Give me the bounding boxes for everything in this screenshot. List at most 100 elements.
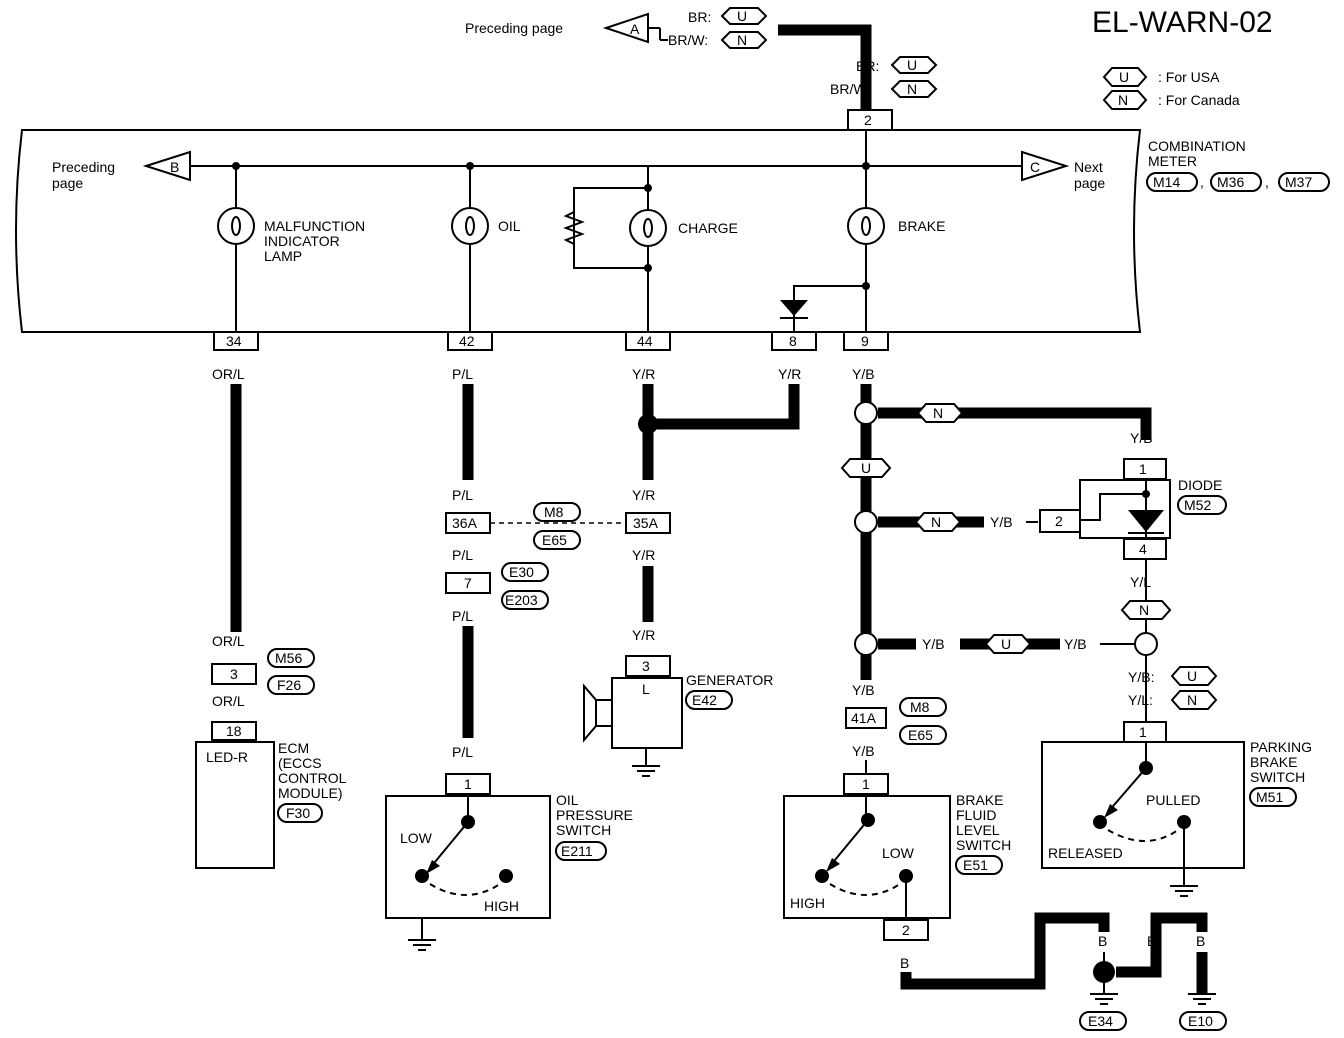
ecm-label-1: ECM	[278, 740, 309, 756]
wire-b-4: B	[1196, 933, 1205, 949]
legend: U : For USA N : For Canada	[1102, 67, 1240, 110]
conn-f26: F26	[277, 677, 301, 693]
meter-pin-9: 9	[861, 333, 869, 349]
brake-fluid-level-switch: 1 LOW HIGH 2 BRAKE FLUID LEVEL SWITCH E5…	[783, 773, 1011, 941]
wire-yr-3: Y/R	[632, 487, 655, 503]
generator-conn: E42	[692, 692, 717, 708]
wire-yb-3: Y/B	[1064, 636, 1087, 652]
offpage-left-text-2: page	[52, 175, 83, 191]
oil-pressure-switch: 1 LOW HIGH OIL PRESSURE SWITCH E211	[385, 773, 633, 951]
parking-brake-switch: 1 PULLED RELEASED PARKING BRAKE SWITCH M…	[1041, 721, 1312, 897]
wire-pl-3: P/L	[452, 547, 473, 563]
wire-u2: U	[907, 57, 917, 73]
parking-label-1: PARKING	[1250, 739, 1312, 755]
generator-label: GENERATOR	[686, 672, 773, 688]
meter-pins: 34 42 44 8 9	[213, 331, 889, 351]
parking-released: RELEASED	[1048, 845, 1123, 861]
oil-lamp: OIL	[451, 166, 521, 332]
wire-brw2: BR/W:	[830, 81, 870, 97]
wire-u-3: U	[1001, 636, 1011, 652]
ecm-label-4: MODULE)	[278, 785, 343, 801]
oil-switch-high: HIGH	[484, 898, 519, 914]
wire-orl-2: OR/L	[212, 633, 245, 649]
brake-fluid-pin-1: 1	[862, 776, 870, 792]
meter-top-pin: 2	[864, 112, 872, 128]
ecm-inner: LED-R	[206, 749, 248, 765]
ecm-label-2: (ECCS	[278, 755, 322, 771]
wire-br2: BR:	[856, 58, 879, 74]
conn-e30: E30	[509, 564, 534, 580]
wire-n-5: N	[1139, 602, 1149, 618]
legend-canada-code: N	[1118, 92, 1128, 108]
offpage-top-ref: A	[630, 21, 640, 37]
meter-sep-1: ,	[1200, 174, 1204, 190]
legend-usa-text: : For USA	[1158, 69, 1220, 85]
wire-top-br: BR:	[688, 9, 711, 25]
diode-pin-4: 4	[1139, 541, 1147, 557]
wire-b-1: B	[900, 955, 909, 971]
conn-e65-2: E65	[908, 727, 933, 743]
meter-conn-m36: M36	[1217, 174, 1244, 190]
meter-pin-44: 44	[637, 333, 653, 349]
wire-u-4: U	[1187, 668, 1197, 684]
oil-switch-label-3: SWITCH	[556, 822, 611, 838]
diode-label: DIODE	[1178, 477, 1222, 493]
oil-switch-low: LOW	[400, 830, 433, 846]
ground-e10-label: E10	[1188, 1013, 1213, 1029]
wire-yr-5: Y/R	[632, 627, 655, 643]
mil-lamp: MALFUNCTION INDICATOR LAMP	[217, 166, 365, 332]
wire-top-n: N	[737, 32, 747, 48]
brake-fluid-label-1: BRAKE	[956, 792, 1003, 808]
brake-label: BRAKE	[898, 218, 945, 234]
wire-orl-1: OR/L	[212, 366, 245, 382]
offpage-right-text-1: Next	[1074, 159, 1103, 175]
offpage-top-text: Preceding page	[465, 20, 563, 36]
wire-n2: N	[907, 81, 917, 97]
ecm-pin: 18	[226, 723, 242, 739]
pin-7: 7	[464, 575, 472, 591]
conn-m8-2: M8	[910, 699, 930, 715]
oil-label: OIL	[498, 218, 521, 234]
wire-pl-4: P/L	[452, 608, 473, 624]
conn-m56: M56	[275, 650, 302, 666]
legend-usa-code: U	[1119, 69, 1129, 85]
charge-lamp: CHARGE	[470, 165, 738, 332]
wire-pl-5: P/L	[452, 744, 473, 760]
mil-label-3: LAMP	[264, 248, 302, 264]
oil-switch-pin: 1	[464, 776, 472, 792]
oil-switch-conn: E211	[561, 843, 593, 859]
diode-pin-2: 2	[1055, 513, 1063, 529]
parking-label-3: SWITCH	[1250, 769, 1305, 785]
parking-conn: M51	[1256, 789, 1283, 805]
offpage-top: Preceding page A	[465, 12, 668, 44]
brake-lamp: BRAKE	[780, 207, 945, 332]
wire-yb-2: Y/B	[922, 636, 945, 652]
wire-yb-colon: Y/B:	[1128, 669, 1154, 685]
wire-orl-3: OR/L	[212, 693, 245, 709]
ecm-label-3: CONTROL	[278, 770, 347, 786]
ground-e34-label: E34	[1088, 1013, 1113, 1029]
conn-e203: E203	[505, 592, 538, 608]
wire-yr-1: Y/R	[632, 366, 655, 382]
wire-yr-2: Y/R	[778, 366, 801, 382]
wire-yb-diode1: Y/B	[1130, 430, 1153, 446]
parking-pin: 1	[1139, 724, 1147, 740]
wire-n-3: N	[933, 405, 943, 421]
pin-3-m56: 3	[230, 666, 238, 682]
meter-pin-42: 42	[459, 333, 475, 349]
generator: 3 L GENERATOR E42	[583, 655, 773, 777]
wire-n-6: N	[1187, 692, 1197, 708]
brake-fluid-pin-2: 2	[902, 922, 910, 938]
meter-title-2: METER	[1148, 153, 1197, 169]
parking-label-2: BRAKE	[1250, 754, 1297, 770]
wire-b-2: B	[1098, 933, 1107, 949]
conn-e65-1: E65	[542, 532, 567, 548]
wire-top-brw: BR/W:	[668, 32, 708, 48]
ground-e10: E10	[1179, 993, 1227, 1031]
ecm: 18 LED-R ECM (ECCS CONTROL MODULE) F30	[195, 721, 347, 869]
conn-m8-1: M8	[544, 504, 564, 520]
ground-e34: E34	[1079, 983, 1127, 1031]
mil-label-2: INDICATOR	[264, 233, 340, 249]
